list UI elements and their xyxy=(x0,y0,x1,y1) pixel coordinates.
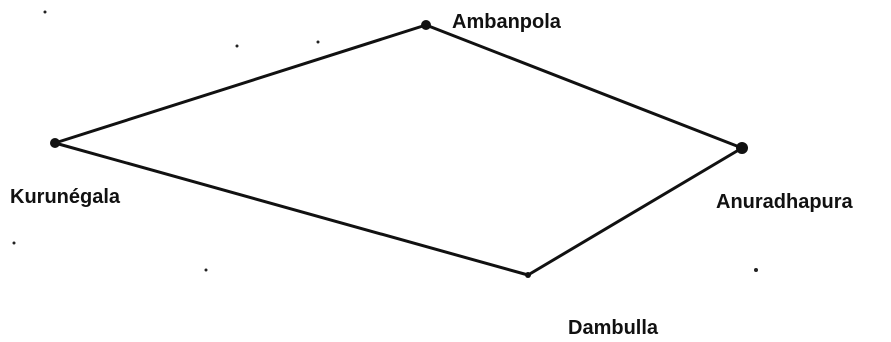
speck xyxy=(316,40,320,44)
node-anuradhapura xyxy=(736,142,748,154)
node-ambanpola xyxy=(421,20,431,30)
speck xyxy=(12,241,16,245)
label-kurunegala: Kurunégala xyxy=(10,186,121,208)
node-dambulla xyxy=(525,272,531,278)
label-dambulla: Dambulla xyxy=(568,317,659,339)
speck xyxy=(235,44,239,48)
speck xyxy=(754,268,758,272)
label-anuradhapura: Anuradhapura xyxy=(716,191,854,213)
edge-dambulla-kurunegala xyxy=(53,141,530,277)
edge-anuradhapura-dambulla xyxy=(526,146,744,277)
speck xyxy=(43,10,47,14)
edge-ambanpola-anuradhapura xyxy=(424,23,744,150)
edge-kurunegala-ambanpola xyxy=(53,23,428,145)
label-ambanpola: Ambanpola xyxy=(452,11,562,33)
speck xyxy=(204,268,208,272)
node-kurunegala xyxy=(50,138,60,148)
